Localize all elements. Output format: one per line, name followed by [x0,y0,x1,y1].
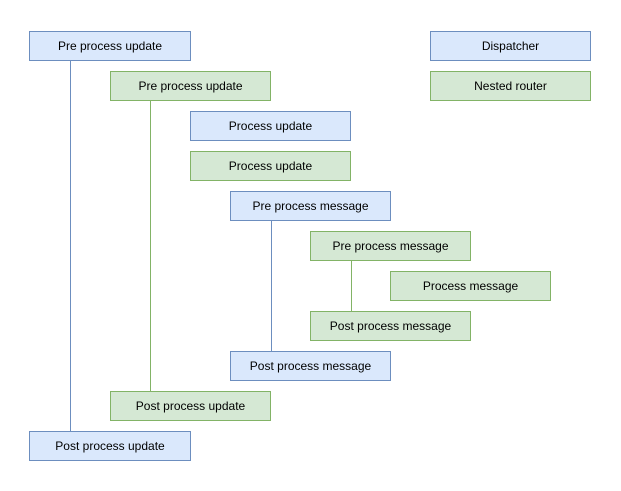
edge-pre-to-post-process-update-router [150,101,151,391]
legend-label-dispatcher: Dispatcher [481,38,540,53]
node-label: Post process message [249,358,372,373]
node-label: Post process update [55,438,165,453]
node-label: Pre process message [332,238,449,253]
edge-pre-to-post-process-update-dispatcher [70,61,71,431]
node-label: Process message [422,278,519,293]
legend-item-nested-router[interactable]: Nested router [430,71,591,101]
node-label: Post process update [135,398,246,413]
node-label: Process update [228,118,313,133]
node-process-message-router[interactable]: Process message [390,271,551,301]
node-post-process-message-router[interactable]: Post process message [310,311,471,341]
node-pre-process-message-router[interactable]: Pre process message [310,231,471,261]
node-label: Post process message [329,318,452,333]
edge-pre-to-post-process-message-dispatcher [271,221,272,351]
node-label: Pre process update [57,38,163,53]
legend-label-nested-router: Nested router [474,78,547,93]
node-pre-process-update-router[interactable]: Pre process update [110,71,271,101]
node-process-update-dispatcher[interactable]: Process update [190,111,351,141]
node-label: Process update [228,158,313,173]
node-label: Pre process update [138,78,243,93]
node-pre-process-message-dispatcher[interactable]: Pre process message [230,191,391,221]
node-label: Pre process message [252,198,369,213]
node-pre-process-update-dispatcher[interactable]: Pre process update [29,31,191,61]
node-post-process-update-router[interactable]: Post process update [110,391,271,421]
edge-pre-to-post-process-message-router [351,261,352,311]
node-post-process-message-dispatcher[interactable]: Post process message [230,351,391,381]
legend-item-dispatcher[interactable]: Dispatcher [430,31,591,61]
node-post-process-update-dispatcher[interactable]: Post process update [29,431,191,461]
node-process-update-router[interactable]: Process update [190,151,351,181]
